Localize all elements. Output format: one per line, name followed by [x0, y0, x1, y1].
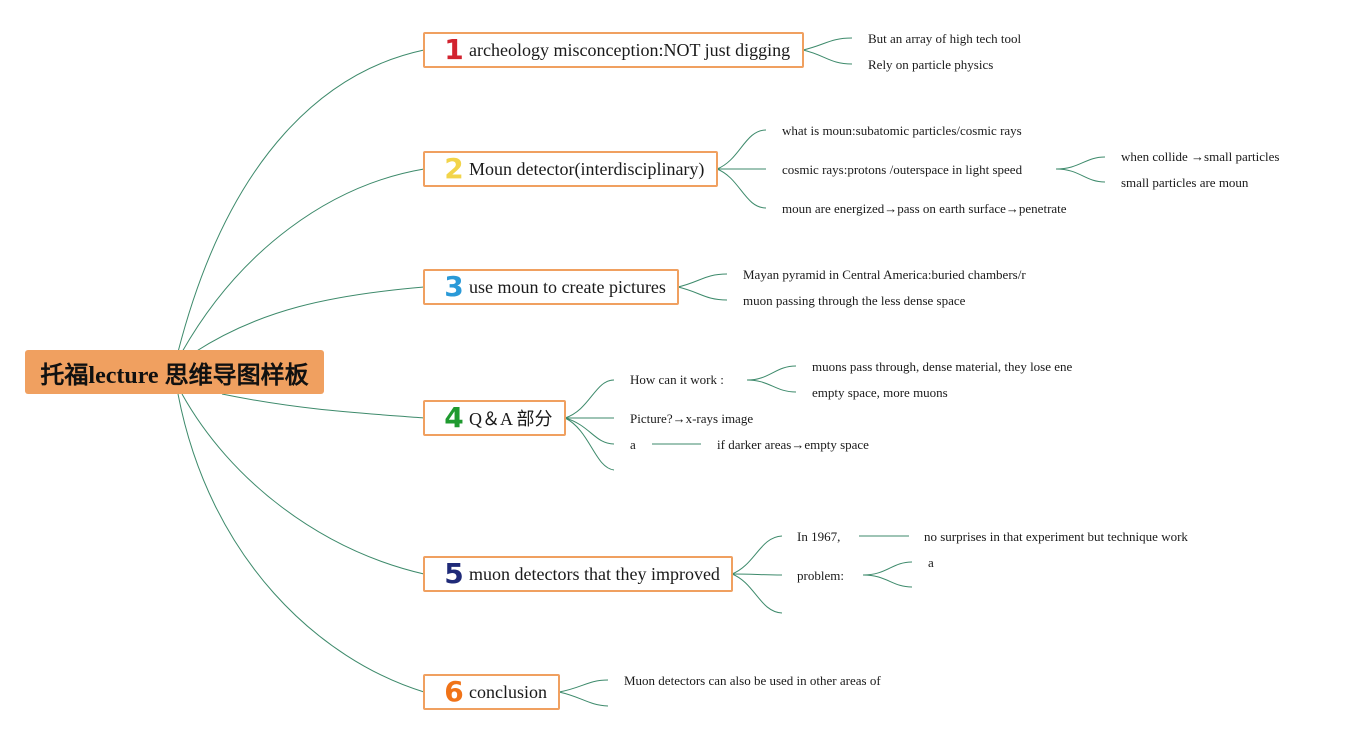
topic-4[interactable]: 4 Q＆A 部分 [423, 400, 566, 436]
topic-2-child-1[interactable]: what is moun:subatomic particles/cosmic … [782, 123, 1022, 138]
topic-1-label: archeology misconception:NOT just diggin… [469, 39, 791, 60]
topic-4-child-1[interactable]: How can it work : [630, 372, 724, 387]
number-3-icon: 3 [444, 270, 464, 303]
topic-6-child-1[interactable]: Muon detectors can also be used in other… [624, 673, 881, 688]
topic-4-label: Q＆A 部分 [469, 409, 553, 429]
topic-6-label: conclusion [469, 681, 547, 702]
topic-2-child-2[interactable]: cosmic rays:protons /outerspace in light… [782, 162, 1023, 177]
topic-2-grandchild-2[interactable]: small particles are moun [1121, 175, 1249, 190]
topic-4-child-3[interactable]: a [630, 437, 636, 452]
topic-3-child-2[interactable]: muon passing through the less dense spac… [743, 293, 966, 308]
topic-2-grandchild-1[interactable]: when collide →small particles [1121, 149, 1280, 164]
root-title: 托福lecture 思维导图样板 [40, 362, 309, 389]
number-4-icon: 4 [444, 401, 464, 434]
topic-5-problem-note[interactable]: a [928, 555, 934, 570]
number-5-icon: 5 [444, 557, 464, 590]
root-topic[interactable]: 托福lecture 思维导图样板 [25, 350, 324, 394]
topic-5-child-2[interactable]: problem: [797, 568, 844, 583]
topic-4-grandchild-1[interactable]: muons pass through, dense material, they… [812, 359, 1073, 374]
topic-5-1967-note[interactable]: no surprises in that experiment but tech… [924, 529, 1188, 544]
number-2-icon: 2 [444, 152, 464, 185]
topic-3-label: use moun to create pictures [469, 276, 666, 297]
topic-4-child-2[interactable]: Picture?→x-rays image [630, 411, 754, 426]
topic-3[interactable]: 3 use moun to create pictures [423, 269, 679, 305]
number-1-icon: 1 [444, 33, 464, 66]
topic-2[interactable]: 2 Moun detector(interdisciplinary) [423, 151, 718, 187]
topic-4-a-note[interactable]: if darker areas→empty space [717, 437, 869, 452]
topic-5-label: muon detectors that they improved [469, 563, 720, 584]
topic-5[interactable]: 5 muon detectors that they improved [423, 556, 733, 592]
topic-2-label: Moun detector(interdisciplinary) [469, 158, 705, 179]
topic-6[interactable]: 6 conclusion [423, 674, 560, 710]
topic-1[interactable]: 1 archeology misconception:NOT just digg… [423, 32, 804, 68]
topic-4-grandchild-2[interactable]: empty space, more muons [812, 385, 948, 400]
topic-1-child-2[interactable]: Rely on particle physics [868, 57, 994, 72]
topic-2-child-3[interactable]: moun are energized→pass on earth surface… [782, 201, 1067, 216]
number-6-icon: 6 [444, 675, 464, 708]
topic-1-child-1[interactable]: But an array of high tech tool [868, 31, 1022, 46]
topic-3-child-1[interactable]: Mayan pyramid in Central America:buried … [743, 267, 1026, 282]
topic-5-child-1[interactable]: In 1967, [797, 529, 841, 544]
